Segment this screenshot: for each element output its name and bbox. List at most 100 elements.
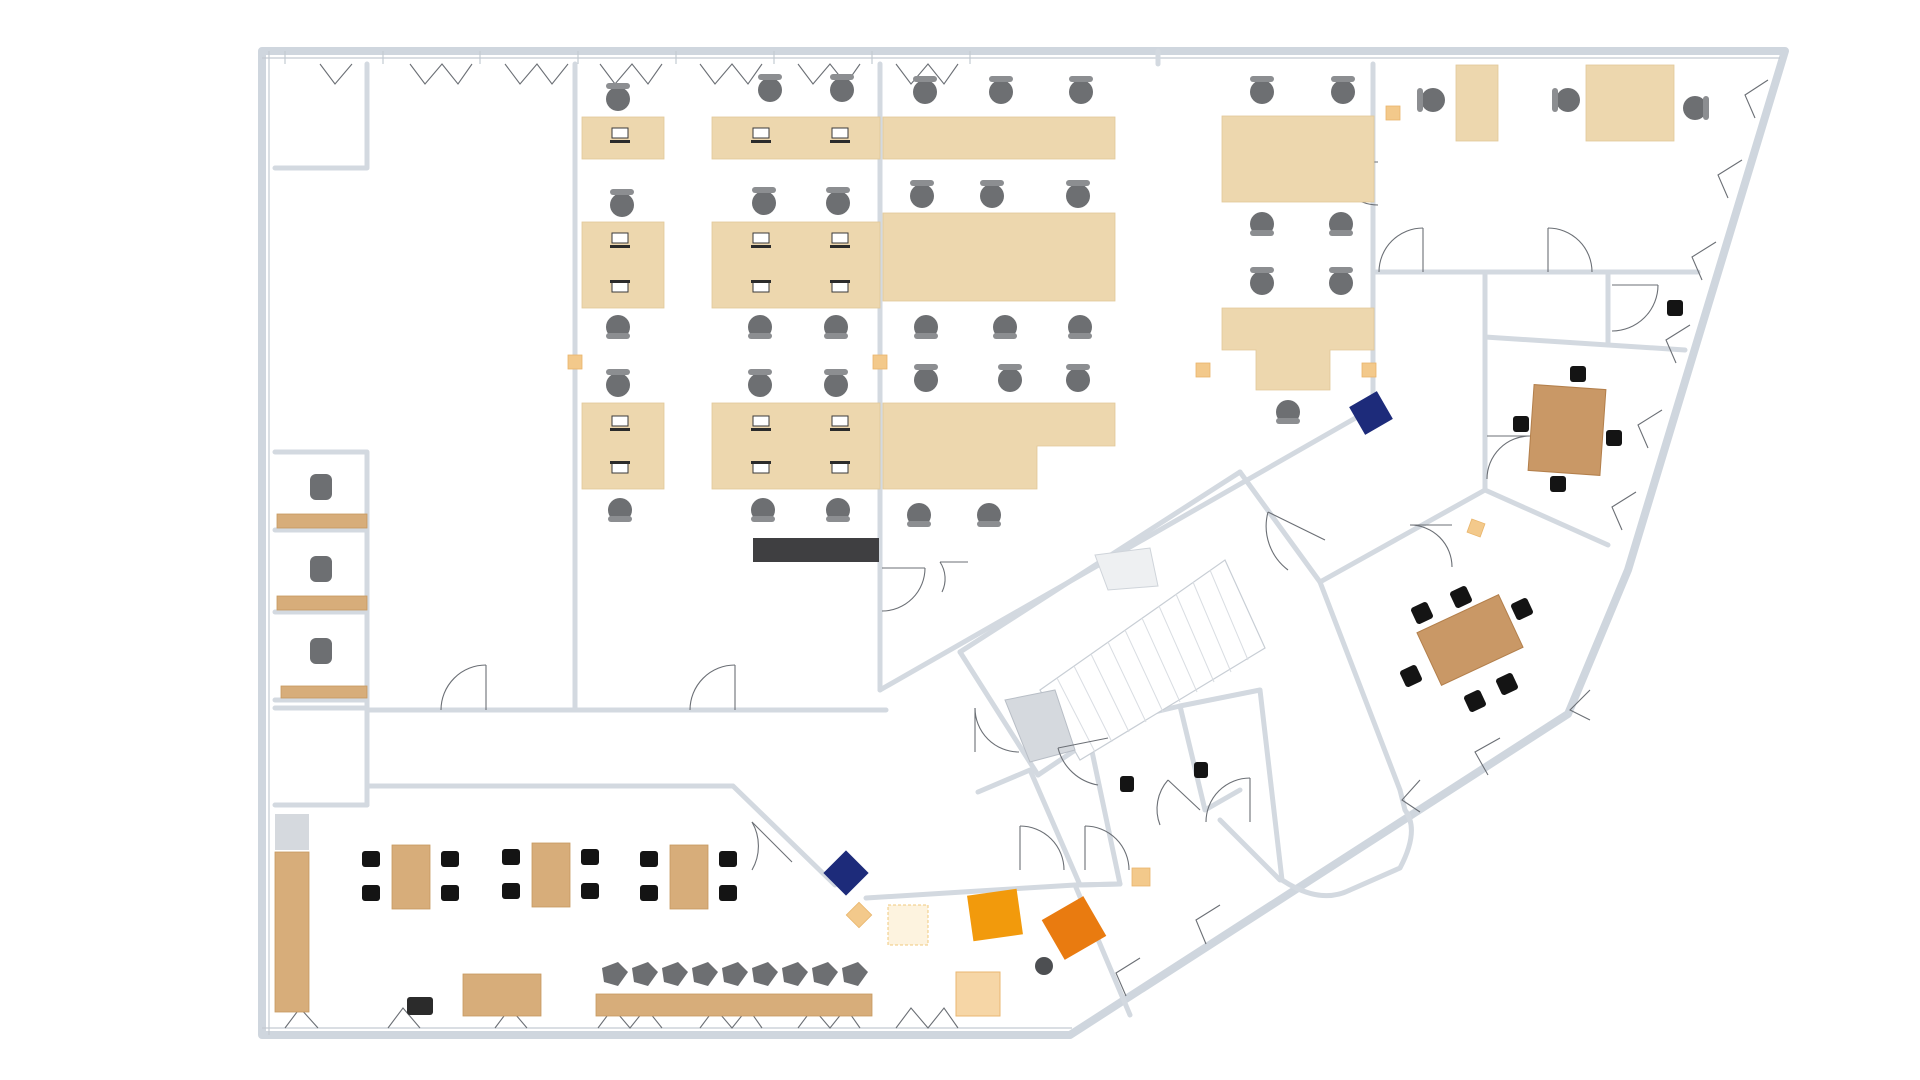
staircase (1004, 547, 1266, 763)
door-icon (974, 707, 1020, 753)
desk-cluster-right (1221, 64, 1675, 391)
office-chair-icon (993, 315, 1017, 339)
laptop-icon (751, 127, 771, 143)
laptop-icon (830, 415, 850, 431)
left-room-desks (276, 513, 368, 699)
window-triangles-diagonal (1115, 79, 1769, 997)
window-row-top (284, 51, 971, 64)
office-chair-icon (1066, 180, 1090, 208)
laptops (610, 127, 850, 474)
office-chair-icon (830, 74, 854, 102)
meeting-room-upper-right (1513, 300, 1683, 492)
building-shell (258, 47, 1789, 1039)
office-chair-icon (1069, 76, 1093, 104)
office-chair-icon (907, 503, 931, 527)
office-chair-icon (910, 180, 934, 208)
printer-icon (1349, 391, 1393, 435)
office-chair-icon (1417, 88, 1445, 112)
office-chair-icon (606, 315, 630, 339)
office-chair-icon (1683, 96, 1709, 120)
laptop-icon (830, 280, 850, 293)
office-chair-icon (310, 474, 332, 500)
plant-icon (1385, 105, 1401, 121)
office-chair-icon (1329, 212, 1353, 236)
office-chair-icon (748, 315, 772, 339)
sofa-icon (967, 888, 1023, 942)
office-chair-icon (748, 369, 772, 397)
office-chair-icon (758, 74, 782, 102)
door-icon (939, 561, 968, 593)
laptop-icon (610, 127, 630, 143)
laptop-icon (610, 280, 630, 293)
plant-icon (1466, 518, 1486, 538)
laptop-icon (751, 415, 771, 431)
plant-icon (1195, 362, 1211, 378)
laptop-icon (830, 127, 850, 143)
office-chair-icon (914, 315, 938, 339)
plant-icon (872, 354, 888, 370)
interior-walls (272, 48, 1701, 1018)
office-chair-icon (310, 556, 332, 582)
door-icon (689, 664, 736, 711)
plant-icon (1131, 867, 1151, 887)
office-chair-icon (1068, 315, 1092, 339)
office-chairs (310, 74, 1709, 664)
sofa-icon (1041, 896, 1107, 960)
door-icon (440, 664, 487, 711)
office-chair-icon (1331, 76, 1355, 104)
meeting-room-lower-right (1400, 586, 1533, 712)
laptop-icon (830, 461, 850, 474)
office-chair-icon (914, 364, 938, 392)
printers (823, 391, 1393, 896)
laptop-icon (610, 461, 630, 474)
office-chair-icon (1250, 267, 1274, 295)
office-chair-icon (826, 187, 850, 215)
laptop-icon (610, 232, 630, 248)
office-chair-icon (977, 503, 1001, 527)
laptop-icon (830, 232, 850, 248)
office-chair-icon (752, 187, 776, 215)
office-chair-icon (989, 76, 1013, 104)
door-icon (1019, 825, 1065, 871)
utility-chairs (1120, 762, 1208, 792)
office-chair-icon (913, 76, 937, 104)
office-chair-icon (1329, 267, 1353, 295)
door-icon (1486, 435, 1531, 480)
plants (567, 105, 1486, 929)
door-icon (1156, 779, 1201, 826)
office-chair-icon (998, 364, 1022, 392)
door-icon (1611, 284, 1659, 332)
door-icon (881, 567, 926, 612)
office-chair-icon (608, 498, 632, 522)
door-icon (1547, 227, 1593, 273)
door-icon (751, 821, 793, 871)
office-chair-icon (1552, 88, 1580, 112)
office-chair-icon (310, 638, 332, 664)
office-chair-icon (1250, 76, 1274, 104)
plant-icon (567, 354, 583, 370)
office-chair-icon (1276, 400, 1300, 424)
door-icon (1409, 524, 1453, 568)
office-chair-icon (824, 315, 848, 339)
laptop-icon (751, 280, 771, 293)
printer-icon (823, 850, 869, 896)
plant-icon (1361, 362, 1377, 378)
office-chair-icon (980, 180, 1004, 208)
cabinets (753, 538, 879, 562)
laptop-icon (751, 461, 771, 474)
office-chair-icon (826, 498, 850, 522)
plant-icon (845, 901, 873, 929)
office-chair-icon (1250, 212, 1274, 236)
window-triangles-top (319, 63, 959, 85)
door-icon (1265, 511, 1326, 571)
desk-cluster-left (581, 116, 881, 490)
door-icon (1205, 777, 1251, 823)
office-chair-icon (606, 83, 630, 111)
desk-cluster-center (882, 116, 1116, 490)
office-chair-icon (606, 369, 630, 397)
office-chair-icon (610, 189, 634, 217)
door-icon (1084, 825, 1130, 871)
office-chair-icon (1066, 364, 1090, 392)
laptop-icon (610, 415, 630, 431)
